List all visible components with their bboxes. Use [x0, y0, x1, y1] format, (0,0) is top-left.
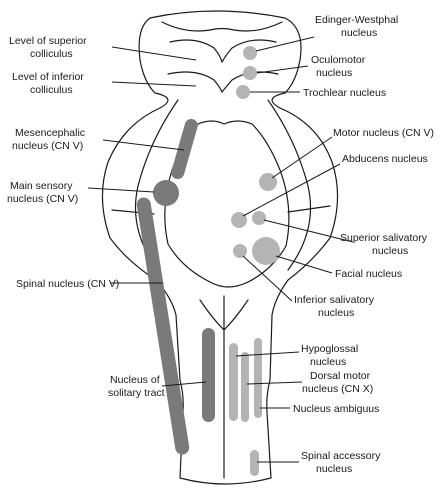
label-abducens-line1: Abducens nucleus — [342, 153, 428, 165]
label-dorsal-motor-line1: Dorsal motor — [310, 370, 371, 382]
leader-solitary-tract — [161, 381, 207, 387]
motor-nucleus-cnv-shape — [259, 173, 277, 191]
oculomotor-shape — [243, 66, 257, 80]
leader-inferior-salivatory — [242, 255, 293, 302]
leader-superior-salivatory — [263, 219, 354, 243]
label-solitary-tract-line1: Nucleus of — [110, 374, 160, 386]
label-main-sensory-line1: Main sensory — [10, 180, 73, 192]
leader-oculomotor — [256, 65, 309, 74]
brainstem-silhouette — [101, 10, 339, 485]
label-facial: Facial nucleus — [335, 268, 402, 280]
brainstem-outline — [101, 10, 339, 485]
label-solitary-tract: Nucleus of solitary tract — [108, 374, 165, 399]
leader-superior-colliculus — [111, 46, 197, 61]
label-superior-colliculus-line2: colliculus — [30, 48, 73, 60]
leader-lines — [87, 36, 354, 463]
label-spinal-accessory-line1: Spinal accessory — [301, 450, 381, 462]
label-abducens: Abducens nucleus — [342, 153, 428, 165]
label-spinal-nucleus: Spinal nucleus (CN V) — [16, 278, 119, 290]
label-oculomotor-line1: Oculomotor — [311, 54, 366, 66]
mesencephalic-nucleus-shape — [171, 118, 198, 180]
label-inferior-salivatory: Inferior salivatory nucleus — [294, 294, 377, 319]
label-dorsal-motor-line2: nucleus (CN X) — [302, 383, 373, 395]
label-trochlear: Trochlear nucleus — [303, 87, 386, 99]
label-solitary-tract-line2: solitary tract — [108, 387, 165, 399]
label-main-sensory: Main sensory nucleus (CN V) — [7, 180, 78, 205]
leader-edinger-westphal — [255, 36, 315, 52]
label-superior-salivatory-line2: nucleus — [372, 245, 408, 257]
label-dorsal-motor: Dorsal motor nucleus (CN X) — [302, 370, 373, 395]
label-inferior-colliculus: Level of inferior colliculus — [12, 71, 87, 96]
motor-nuclei — [229, 46, 280, 476]
hypoglossal-shape — [229, 343, 238, 421]
sensory-nuclei — [136, 118, 215, 455]
rostral-border — [161, 21, 283, 32]
label-oculomotor-line2: nucleus — [316, 67, 352, 79]
label-spinal-accessory: Spinal accessory nucleus — [301, 450, 383, 475]
label-oculomotor: Oculomotor nucleus — [311, 54, 368, 79]
dorsal-motor-shape — [241, 352, 249, 422]
label-hypoglossal-line2: nucleus — [310, 356, 346, 368]
right-lateral-recess — [287, 205, 331, 213]
leader-motor-nucleus-cnv — [271, 136, 333, 179]
leader-inferior-colliculus — [111, 81, 197, 87]
label-mesencephalic-line2: nucleus (CN V) — [12, 140, 83, 152]
label-ambiguus-line1: Nucleus ambiguus — [293, 403, 379, 415]
label-inferior-salivatory-line1: Inferior salivatory — [294, 294, 375, 306]
label-ambiguus: Nucleus ambiguus — [293, 403, 379, 415]
obex-left — [199, 299, 225, 331]
leader-hypoglossal — [235, 351, 300, 357]
trochlear-shape — [236, 85, 250, 99]
label-hypoglossal-line1: Hypoglossal — [301, 343, 358, 355]
main-sensory-nucleus-shape — [153, 180, 179, 206]
leader-main-sensory — [87, 187, 155, 193]
fourth-ventricle-floor — [164, 120, 290, 288]
label-mesencephalic: Mesencephalic nucleus (CN V) — [12, 127, 88, 152]
label-trochlear-line1: Trochlear nucleus — [303, 87, 386, 99]
abducens-shape — [231, 212, 247, 228]
spinal-nucleus-shape — [136, 197, 190, 455]
label-edinger-westphal: Edinger-Westphal nucleus — [315, 14, 401, 39]
label-main-sensory-line2: nucleus (CN V) — [7, 193, 78, 205]
label-mesencephalic-line1: Mesencephalic — [15, 127, 85, 139]
label-facial-line1: Facial nucleus — [335, 268, 402, 280]
left-labels: Level of superior colliculus Level of in… — [7, 35, 165, 399]
inferior-colliculi-outline — [167, 71, 279, 93]
obex-right — [223, 299, 249, 331]
label-motor-nucleus-cnv: Motor nucleus (CN V) — [333, 127, 434, 139]
right-labels: Edinger-Westphal nucleus Oculomotor nucl… — [293, 14, 434, 475]
label-motor-nucleus-cnv-line1: Motor nucleus (CN V) — [333, 127, 434, 139]
label-spinal-accessory-line2: nucleus — [316, 463, 352, 475]
label-inferior-colliculus-line1: Level of inferior — [12, 71, 84, 83]
superior-colliculi-outline — [169, 39, 277, 63]
superior-salivatory-shape — [252, 211, 266, 225]
leader-dorsal-motor — [246, 381, 303, 385]
label-inferior-colliculus-line2: colliculus — [30, 84, 73, 96]
right-peduncle — [267, 99, 312, 271]
inferior-salivatory-shape — [233, 244, 247, 258]
label-edinger-westphal-line2: nucleus — [341, 27, 377, 39]
label-superior-colliculus: Level of superior colliculus — [9, 35, 90, 60]
label-superior-salivatory-line1: Superior salivatory — [340, 232, 428, 244]
ambiguus-shape — [254, 338, 262, 418]
edinger-westphal-shape — [243, 46, 257, 60]
label-inferior-salivatory-line2: nucleus — [318, 307, 354, 319]
leader-abducens — [242, 163, 341, 217]
label-spinal-nucleus-line1: Spinal nucleus (CN V) — [16, 278, 119, 290]
label-edinger-westphal-line1: Edinger-Westphal — [315, 14, 398, 26]
label-hypoglossal: Hypoglossal nucleus — [301, 343, 361, 368]
solitary-tract-shape — [202, 328, 215, 422]
leader-facial — [275, 255, 333, 274]
facial-nucleus-shape — [252, 237, 280, 265]
spinal-accessory-shape — [250, 450, 259, 476]
leader-mesencephalic — [102, 139, 185, 151]
label-superior-colliculus-line1: Level of superior — [9, 35, 87, 47]
label-superior-salivatory: Superior salivatory nucleus — [340, 232, 430, 257]
